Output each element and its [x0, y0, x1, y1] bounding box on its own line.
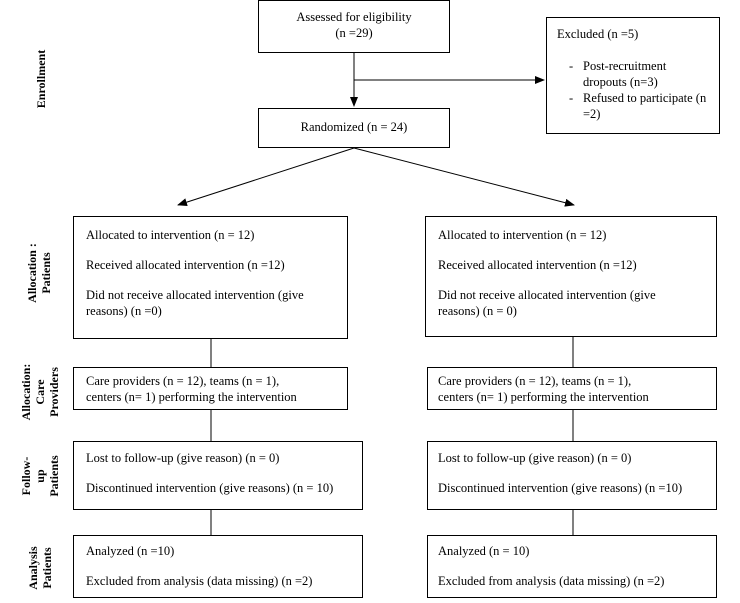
right-providers-box: Care providers (n = 12), teams (n = 1), … — [427, 367, 717, 410]
providers-text: Care providers (n = 12), teams (n = 1), — [86, 374, 280, 388]
stage-text-line: Follow- — [19, 456, 33, 496]
stage-label-allocation-patients: Allocation : Patients — [25, 233, 55, 313]
randomized-to-left-arrow — [177, 147, 355, 207]
providers-text: centers (n= 1) performing the interventi… — [86, 390, 297, 404]
analyzed-text: Analyzed (n = 10) — [438, 544, 530, 558]
randomized-box: Randomized (n = 24) — [258, 108, 450, 148]
stage-text-line: Patients — [39, 252, 53, 294]
assessed-label: Assessed for eligibility — [296, 10, 412, 24]
excluded-item: Post-recruitment dropouts (n=3) — [557, 58, 713, 90]
excluded-title: Excluded (n =5) — [557, 27, 639, 41]
stage-text-line: Providers — [47, 367, 61, 417]
right-analysis-box: Analyzed (n = 10) Excluded from analysis… — [427, 535, 717, 598]
stage-text-line: Analysis — [26, 546, 40, 590]
stage-label-enrollment: Enrollment — [34, 40, 48, 118]
stage-label-allocation-providers: Allocation: Care Providers — [19, 358, 63, 426]
received-text: Received allocated intervention (n =12) — [438, 258, 637, 272]
randomized-label: Randomized (n = 24) — [300, 120, 408, 134]
right-allocation-box: Allocated to intervention (n = 12) Recei… — [425, 216, 717, 337]
excluded-item: Refused to participate (n =2) — [557, 90, 713, 122]
discontinued-text: Discontinued intervention (give reasons)… — [438, 481, 683, 495]
providers-text: Care providers (n = 12), teams (n = 1), — [438, 374, 632, 388]
excluded-list: Post-recruitment dropouts (n=3) Refused … — [557, 58, 713, 122]
left-allocation-box: Allocated to intervention (n = 12) Recei… — [73, 216, 348, 339]
stage-text-line: Allocation: — [19, 363, 33, 421]
assessed-box: Assessed for eligibility (n =29) — [258, 0, 450, 53]
lost-followup-text: Lost to follow-up (give reason) (n = 0) — [86, 451, 280, 465]
not-received-text: Did not receive allocated intervention (… — [438, 288, 656, 302]
stage-text-line: Patients — [40, 547, 54, 589]
discontinued-text: Discontinued intervention (give reasons)… — [86, 481, 334, 495]
stage-text-line: Patients — [47, 455, 61, 497]
providers-text: centers (n= 1) performing the interventi… — [438, 390, 649, 404]
not-received-text: reasons) (n = 0) — [438, 304, 517, 318]
randomized-to-right-arrow — [353, 147, 575, 207]
stage-text-line: Care — [33, 379, 47, 405]
allocated-text: Allocated to intervention (n = 12) — [438, 228, 607, 242]
not-received-text: reasons) (n =0) — [86, 304, 162, 318]
left-followup-box: Lost to follow-up (give reason) (n = 0) … — [73, 441, 363, 510]
left-providers-box: Care providers (n = 12), teams (n = 1), … — [73, 367, 348, 410]
stage-label-analysis: Analysis Patients — [26, 533, 56, 603]
excluded-analysis-text: Excluded from analysis (data missing) (n… — [86, 574, 313, 588]
stage-text-line: up — [33, 469, 47, 483]
left-analysis-box: Analyzed (n =10) Excluded from analysis … — [73, 535, 363, 598]
excluded-box: Excluded (n =5) Post-recruitment dropout… — [546, 17, 720, 134]
lost-followup-text: Lost to follow-up (give reason) (n = 0) — [438, 451, 632, 465]
allocated-text: Allocated to intervention (n = 12) — [86, 228, 255, 242]
not-received-text: Did not receive allocated intervention (… — [86, 288, 304, 302]
stage-text-line: Allocation : — [25, 243, 39, 303]
analyzed-text: Analyzed (n =10) — [86, 544, 175, 558]
assessed-count: (n =29) — [335, 26, 373, 40]
stage-enrollment-text: Enrollment — [34, 49, 48, 109]
stage-label-followup: Follow- up Patients — [19, 443, 63, 509]
received-text: Received allocated intervention (n =12) — [86, 258, 285, 272]
right-followup-box: Lost to follow-up (give reason) (n = 0) … — [427, 441, 717, 510]
excluded-analysis-text: Excluded from analysis (data missing) (n… — [438, 574, 665, 588]
